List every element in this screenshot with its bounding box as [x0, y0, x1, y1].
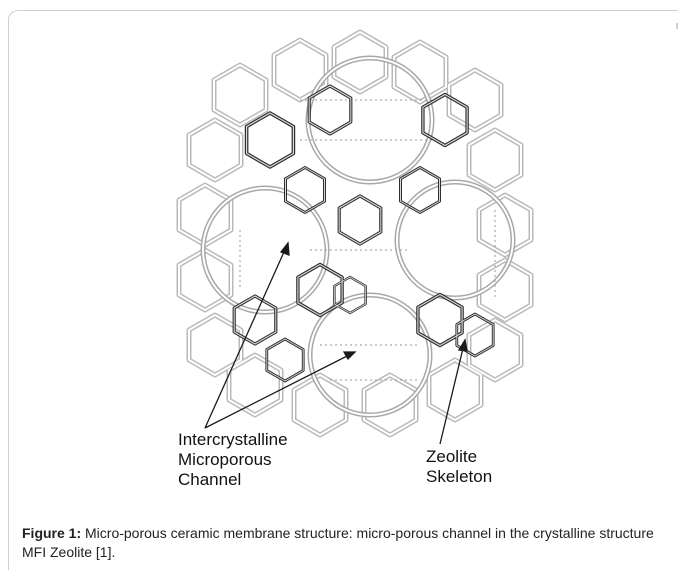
skeleton-label-line2: Skeleton — [426, 467, 493, 486]
skeleton-label-line1: Zeolite — [426, 447, 478, 466]
caption-prefix: Figure 1: — [22, 525, 82, 541]
channel-label-line1: Intercrystalline — [178, 430, 288, 449]
skeleton-arrow — [439, 338, 468, 445]
figure-frame — [8, 10, 678, 570]
skeleton-label: Zeolite Skeleton — [426, 447, 492, 487]
channel-arrows — [204, 241, 357, 429]
channel-label: Intercrystalline Microporous Channel — [178, 430, 288, 490]
channel-label-line3: Channel — [178, 470, 242, 489]
zeolite-structure-illustration — [0, 0, 681, 445]
figure-caption: Figure 1: Micro-porous ceramic membrane … — [22, 524, 662, 562]
frame-tab — [676, 23, 678, 29]
channel-label-line2: Microporous — [178, 450, 272, 469]
caption-text: Micro-porous ceramic membrane structure:… — [22, 525, 654, 560]
dotted-guides — [239, 99, 496, 381]
